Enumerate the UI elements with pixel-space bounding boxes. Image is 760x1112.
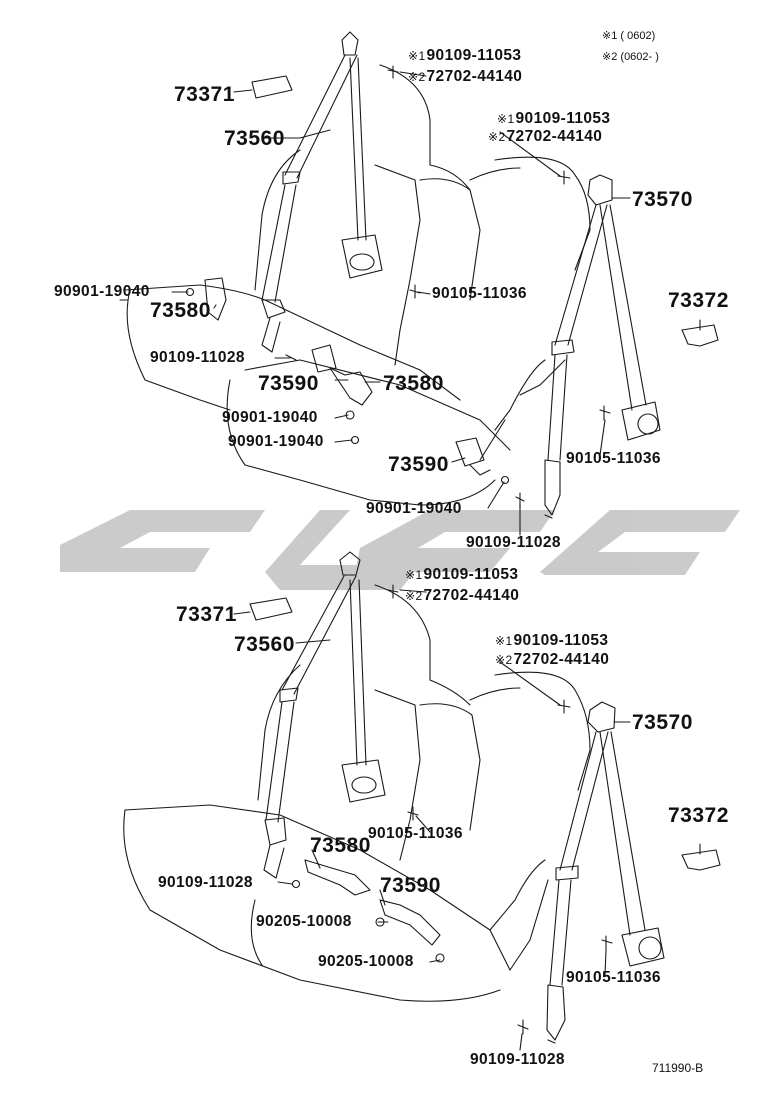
part-number-90109-11053-top-left: ※190109-11053 <box>408 48 521 64</box>
legend-note-1: ※1 ( 0602) <box>602 31 655 42</box>
part-number-text: 90109-11053 <box>513 632 609 649</box>
note-mark-1: ※1 <box>497 112 515 126</box>
part-number-90901-19040-top-b: 90901-19040 <box>222 409 318 426</box>
part-label-73590-top-left: 73590 <box>258 372 319 395</box>
bottom-seat-outline <box>123 584 591 1002</box>
top-leader-lines <box>119 71 701 536</box>
part-number-text: 72702-44140 <box>423 587 520 604</box>
part-number-90109-11053-top-right: ※190109-11053 <box>497 111 610 127</box>
part-number-90205-10008-bottom-a: 90205-10008 <box>256 913 352 930</box>
part-number-90105-11036-bottom-right: 90105-11036 <box>566 969 661 986</box>
note-mark-1: ※1 <box>405 568 423 582</box>
bottom-leader-lines <box>233 589 701 1051</box>
top-covers <box>251 75 719 347</box>
bottom-covers <box>249 597 721 871</box>
note-mark-2: ※2 <box>495 653 513 667</box>
note-mark-1: ※1 <box>408 49 426 63</box>
part-number-90109-11028-bottom-left: 90109-11028 <box>158 874 253 891</box>
part-number-90205-10008-bottom-b: 90205-10008 <box>318 953 414 970</box>
legend-mark-1: ※1 <box>602 30 618 42</box>
part-label-73371-bottom: 73371 <box>176 603 237 626</box>
part-label-73580-top-right: 73580 <box>383 372 444 395</box>
part-label-73371-top: 73371 <box>174 83 235 106</box>
bottom-center-buckles <box>291 859 445 963</box>
part-label-73560-bottom: 73560 <box>234 633 295 656</box>
part-label-73580-bottom: 73580 <box>310 834 371 857</box>
part-number-90901-19040-top-c: 90901-19040 <box>228 433 324 450</box>
legend-note-2: ※2 (0602- ) <box>602 52 659 63</box>
top-right-belt <box>544 174 661 516</box>
part-number-text: 72702-44140 <box>426 68 523 85</box>
part-label-73590-top-bottom: 73590 <box>388 453 449 476</box>
part-number-text: 90109-11053 <box>423 566 519 583</box>
part-number-72702-44140-top-left: ※272702-44140 <box>408 69 522 85</box>
part-label-73580-top-left: 73580 <box>150 299 211 322</box>
part-number-90105-11036-top-right: 90105-11036 <box>566 450 661 467</box>
note-mark-2: ※2 <box>408 70 426 84</box>
part-number-90105-11036-top-center: 90105-11036 <box>432 285 527 302</box>
legend-mark-2: ※2 <box>602 51 618 63</box>
part-label-73570-bottom: 73570 <box>632 711 693 734</box>
note-mark-1: ※1 <box>495 634 513 648</box>
part-number-text: 72702-44140 <box>513 651 610 668</box>
part-number-90901-19040-top-d: 90901-19040 <box>366 500 462 517</box>
part-number-text: 72702-44140 <box>506 128 603 145</box>
top-center-buckles <box>185 277 510 485</box>
bottom-left-belt <box>263 551 386 879</box>
note-mark-2: ※2 <box>488 130 506 144</box>
part-label-73590-bottom: 73590 <box>380 874 441 897</box>
part-label-73372-top: 73372 <box>668 289 729 312</box>
top-left-belt <box>261 31 383 353</box>
bottom-right-belt <box>546 701 665 1041</box>
drawing-code: 711990-B <box>652 1061 704 1075</box>
bottom-bolts <box>387 584 613 1044</box>
part-number-90109-11053-bottom-right: ※190109-11053 <box>495 633 608 649</box>
part-number-90901-19040-top-a: 90901-19040 <box>54 283 150 300</box>
part-label-73372-bottom: 73372 <box>668 804 729 827</box>
part-number-72702-44140-bottom-left: ※272702-44140 <box>405 588 519 604</box>
legend-range-2: (0602- ) <box>620 51 659 63</box>
part-number-90109-11028-bottom-right: 90109-11028 <box>470 1051 565 1068</box>
part-number-90109-11028-top-left: 90109-11028 <box>150 349 245 366</box>
part-number-90105-11036-bottom-center: 90105-11036 <box>368 825 463 842</box>
top-seat-outline <box>124 64 591 506</box>
part-number-72702-44140-top-right: ※272702-44140 <box>488 129 602 145</box>
part-label-73560-top: 73560 <box>224 127 285 150</box>
legend-range-1: ( 0602) <box>620 30 656 42</box>
part-label-73570-top: 73570 <box>632 188 693 211</box>
part-number-text: 90109-11053 <box>515 110 611 127</box>
part-number-72702-44140-bottom-right: ※272702-44140 <box>495 652 609 668</box>
note-mark-2: ※2 <box>405 589 423 603</box>
part-number-text: 90109-11053 <box>426 47 522 64</box>
watermark-logo <box>60 510 740 590</box>
part-number-90109-11028-top-bottom: 90109-11028 <box>466 534 561 551</box>
part-number-90109-11053-bottom-left: ※190109-11053 <box>405 567 518 583</box>
